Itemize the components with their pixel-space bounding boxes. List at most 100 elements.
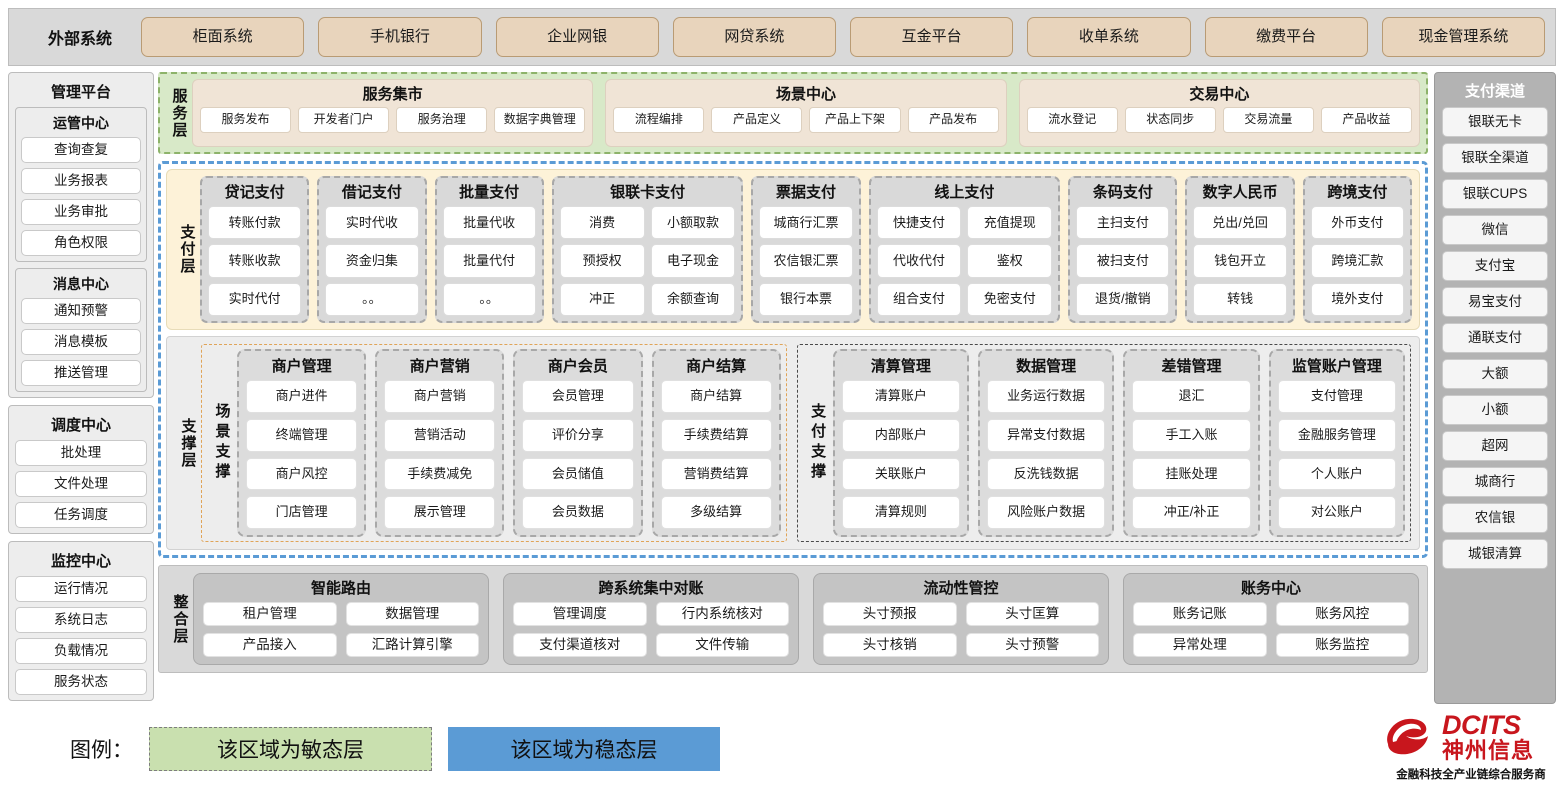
support-item-商户营销-3[interactable]: 展示管理: [384, 496, 496, 529]
sidebar-item-监控中心-2[interactable]: 负载情况: [15, 638, 147, 664]
payment-item-票据支付-0-0[interactable]: 城商行汇票: [759, 206, 853, 240]
sidebar-item-消息中心-0[interactable]: 通知预警: [21, 298, 141, 324]
support-item-数据管理-2[interactable]: 反洗钱数据: [987, 457, 1106, 491]
payment-item-条码支付-1-0[interactable]: 被扫支付: [1076, 244, 1170, 278]
support-item-差错管理-3[interactable]: 冲正/补正: [1132, 496, 1251, 529]
payment-channel-item-3[interactable]: 微信: [1442, 215, 1548, 245]
service-item-服务集市-3[interactable]: 数据字典管理: [494, 107, 586, 133]
external-system-item-6[interactable]: 缴费平台: [1204, 17, 1368, 57]
payment-channel-item-10[interactable]: 城商行: [1442, 467, 1548, 497]
integration-item-跨系统集中对账-0-1[interactable]: 行内系统核对: [655, 602, 789, 626]
support-item-清算管理-1[interactable]: 内部账户: [841, 418, 960, 452]
payment-item-银联卡支付-2-1[interactable]: 余额查询: [650, 282, 736, 316]
payment-item-银联卡支付-2-0[interactable]: 冲正: [559, 282, 645, 316]
integration-item-流动性管控-1-0[interactable]: 头寸核销: [823, 633, 957, 657]
service-item-服务集市-1[interactable]: 开发者门户: [298, 107, 390, 133]
support-item-商户营销-0[interactable]: 商户营销: [384, 380, 496, 413]
payment-item-票据支付-2-0[interactable]: 银行本票: [759, 282, 853, 316]
integration-item-流动性管控-0-0[interactable]: 头寸预报: [823, 602, 957, 626]
payment-item-跨境支付-0-0[interactable]: 外币支付: [1310, 206, 1404, 240]
support-item-数据管理-3[interactable]: 风险账户数据: [987, 496, 1106, 529]
external-system-item-2[interactable]: 企业网银: [495, 17, 659, 57]
external-system-item-1[interactable]: 手机银行: [318, 17, 482, 57]
support-item-监管账户管理-0[interactable]: 支付管理: [1277, 380, 1397, 413]
service-item-场景中心-2[interactable]: 产品上下架: [809, 107, 901, 133]
payment-channel-item-9[interactable]: 超网: [1442, 431, 1548, 461]
integration-item-智能路由-1-0[interactable]: 产品接入: [203, 633, 337, 657]
external-system-item-0[interactable]: 柜面系统: [141, 17, 305, 57]
payment-item-条码支付-0-0[interactable]: 主扫支付: [1076, 206, 1170, 240]
support-item-商户会员-1[interactable]: 评价分享: [522, 418, 634, 452]
payment-item-借记支付-2-0[interactable]: 。。: [325, 282, 419, 316]
payment-item-线上支付-0-0[interactable]: 快捷支付: [876, 206, 962, 240]
payment-item-跨境支付-2-0[interactable]: 境外支付: [1310, 282, 1404, 316]
integration-item-流动性管控-1-1[interactable]: 头寸预警: [965, 633, 1099, 657]
sidebar-item-运管中心-0[interactable]: 查询查复: [21, 137, 141, 163]
payment-item-跨境支付-1-0[interactable]: 跨境汇款: [1310, 244, 1404, 278]
service-item-交易中心-2[interactable]: 交易流量: [1222, 107, 1314, 133]
payment-item-贷记支付-0-0[interactable]: 转账付款: [208, 206, 302, 240]
support-item-清算管理-2[interactable]: 关联账户: [841, 457, 960, 491]
service-item-服务集市-0[interactable]: 服务发布: [200, 107, 292, 133]
payment-item-银联卡支付-1-1[interactable]: 电子现金: [650, 244, 736, 278]
sidebar-item-监控中心-1[interactable]: 系统日志: [15, 607, 147, 633]
payment-channel-item-8[interactable]: 小额: [1442, 395, 1548, 425]
payment-item-贷记支付-1-0[interactable]: 转账收款: [208, 244, 302, 278]
integration-item-跨系统集中对账-1-0[interactable]: 支付渠道核对: [513, 633, 647, 657]
payment-item-条码支付-2-0[interactable]: 退货/撤销: [1076, 282, 1170, 316]
payment-item-线上支付-1-1[interactable]: 鉴权: [967, 244, 1053, 278]
integration-item-跨系统集中对账-0-0[interactable]: 管理调度: [513, 602, 647, 626]
integration-item-账务中心-0-0[interactable]: 账务记账: [1133, 602, 1267, 626]
support-item-商户结算-1[interactable]: 手续费结算: [660, 418, 772, 452]
service-item-交易中心-1[interactable]: 状态同步: [1124, 107, 1216, 133]
support-item-监管账户管理-1[interactable]: 金融服务管理: [1277, 418, 1397, 452]
support-item-商户结算-2[interactable]: 营销费结算: [660, 457, 772, 491]
payment-item-数字人民币-0-0[interactable]: 兑出/兑回: [1193, 206, 1287, 240]
sidebar-item-调度中心-1[interactable]: 文件处理: [15, 471, 147, 497]
payment-item-批量支付-0-0[interactable]: 批量代收: [442, 206, 536, 240]
payment-item-线上支付-2-0[interactable]: 组合支付: [876, 282, 962, 316]
payment-item-线上支付-1-0[interactable]: 代收代付: [876, 244, 962, 278]
support-item-差错管理-0[interactable]: 退汇: [1132, 380, 1251, 413]
support-item-商户营销-1[interactable]: 营销活动: [384, 418, 496, 452]
support-item-商户管理-2[interactable]: 商户风控: [246, 457, 358, 491]
integration-item-账务中心-0-1[interactable]: 账务风控: [1275, 602, 1409, 626]
external-system-item-4[interactable]: 互金平台: [850, 17, 1014, 57]
support-item-数据管理-0[interactable]: 业务运行数据: [987, 380, 1106, 413]
support-item-商户管理-1[interactable]: 终端管理: [246, 418, 358, 452]
payment-item-批量支付-1-0[interactable]: 批量代付: [442, 244, 536, 278]
payment-channel-item-7[interactable]: 大额: [1442, 359, 1548, 389]
payment-item-贷记支付-2-0[interactable]: 实时代付: [208, 282, 302, 316]
support-item-差错管理-1[interactable]: 手工入账: [1132, 418, 1251, 452]
service-item-服务集市-2[interactable]: 服务治理: [396, 107, 488, 133]
external-system-item-3[interactable]: 网贷系统: [672, 17, 836, 57]
integration-item-智能路由-1-1[interactable]: 汇路计算引擎: [345, 633, 479, 657]
payment-item-线上支付-2-1[interactable]: 免密支付: [967, 282, 1053, 316]
payment-channel-item-1[interactable]: 银联全渠道: [1442, 143, 1548, 173]
integration-item-智能路由-0-1[interactable]: 数据管理: [345, 602, 479, 626]
payment-channel-item-4[interactable]: 支付宝: [1442, 251, 1548, 281]
support-item-数据管理-1[interactable]: 异常支付数据: [987, 418, 1106, 452]
support-item-商户会员-3[interactable]: 会员数据: [522, 496, 634, 529]
payment-item-批量支付-2-0[interactable]: 。。: [442, 282, 536, 316]
payment-item-借记支付-0-0[interactable]: 实时代收: [325, 206, 419, 240]
payment-channel-item-6[interactable]: 通联支付: [1442, 323, 1548, 353]
payment-channel-item-12[interactable]: 城银清算: [1442, 539, 1548, 569]
payment-item-银联卡支付-0-1[interactable]: 小额取款: [650, 206, 736, 240]
payment-channel-item-11[interactable]: 农信银: [1442, 503, 1548, 533]
support-item-清算管理-3[interactable]: 清算规则: [841, 496, 960, 529]
payment-item-数字人民币-2-0[interactable]: 转钱: [1193, 282, 1287, 316]
sidebar-item-监控中心-3[interactable]: 服务状态: [15, 669, 147, 695]
service-item-场景中心-1[interactable]: 产品定义: [711, 107, 803, 133]
support-item-商户营销-2[interactable]: 手续费减免: [384, 457, 496, 491]
support-item-商户会员-2[interactable]: 会员储值: [522, 457, 634, 491]
payment-item-数字人民币-1-0[interactable]: 钱包开立: [1193, 244, 1287, 278]
sidebar-item-运管中心-2[interactable]: 业务审批: [21, 199, 141, 225]
support-item-差错管理-2[interactable]: 挂账处理: [1132, 457, 1251, 491]
service-item-场景中心-3[interactable]: 产品发布: [907, 107, 999, 133]
sidebar-item-调度中心-0[interactable]: 批处理: [15, 440, 147, 466]
sidebar-item-消息中心-1[interactable]: 消息模板: [21, 329, 141, 355]
service-item-场景中心-0[interactable]: 流程编排: [613, 107, 705, 133]
support-item-商户管理-3[interactable]: 门店管理: [246, 496, 358, 529]
integration-item-账务中心-1-1[interactable]: 账务监控: [1275, 633, 1409, 657]
